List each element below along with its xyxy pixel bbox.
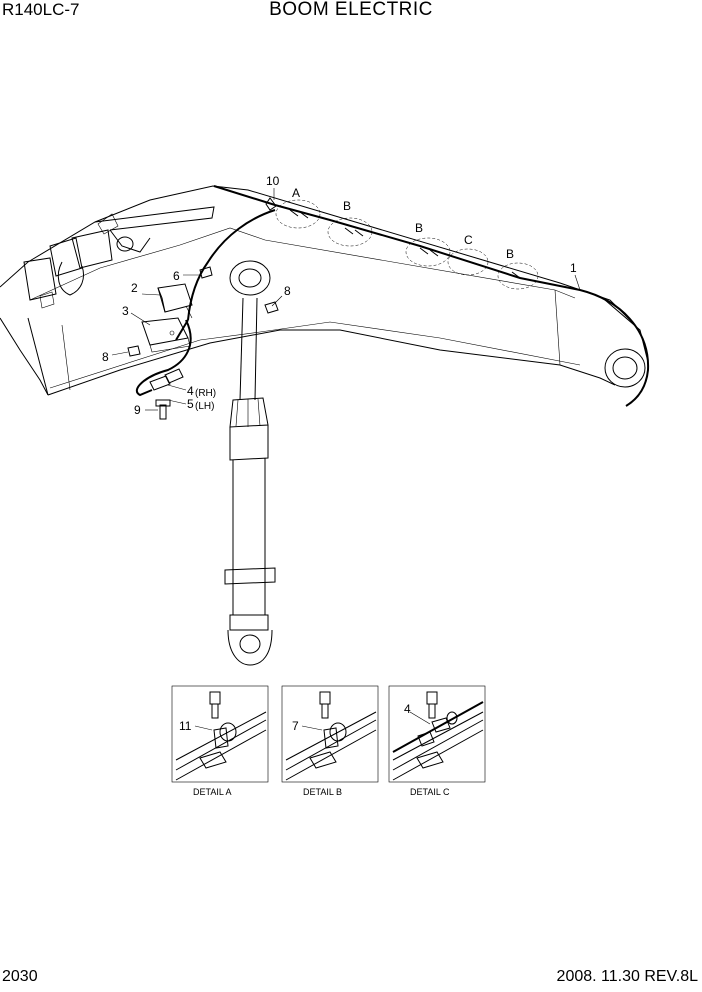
callout-8-right: 8 [284,284,291,298]
callout-3: 3 [122,304,129,318]
callout-4: 4 [187,384,194,398]
detail-c-part: 4 [404,702,411,716]
callout-5-lh: (LH) [195,401,214,412]
zone-label-c: C [464,233,473,247]
page-title: BOOM ELECTRIC [269,0,433,20]
callout-5: 5 [187,397,194,411]
detail-b-panel: 7 [281,685,379,783]
detail-a-panel: 11 [171,685,269,783]
detail-b-part: 7 [292,719,299,733]
callout-4-rh: (RH) [195,388,216,399]
callout-9: 9 [134,403,141,417]
wire-harness [135,185,650,407]
zone-label-b2: B [415,221,423,235]
callout-6: 6 [173,269,180,283]
callout-8-left: 8 [102,350,109,364]
detail-c-panel: 4 [388,685,486,783]
zone-label-a: A [292,186,300,200]
boom-cylinder [224,260,276,666]
boom-arm [0,185,649,396]
zone-label-b1: B [343,199,351,213]
revision-stamp: 2008. 11.30 REV.8L [556,968,698,985]
model-code: R140LC-7 [2,0,80,19]
detail-c-caption: DETAIL C [410,787,450,797]
detail-zones [275,199,539,290]
page-number: 2030 [2,968,38,985]
work-light-assembly [127,197,279,420]
detail-a-part: 11 [179,719,192,733]
callout-1: 1 [570,261,577,275]
leader-lines [111,188,581,411]
zone-label-b3: B [506,247,514,261]
callout-10: 10 [266,174,280,188]
detail-b-caption: DETAIL B [303,787,342,797]
detail-a-caption: DETAIL A [193,787,232,797]
callout-2: 2 [131,281,138,295]
